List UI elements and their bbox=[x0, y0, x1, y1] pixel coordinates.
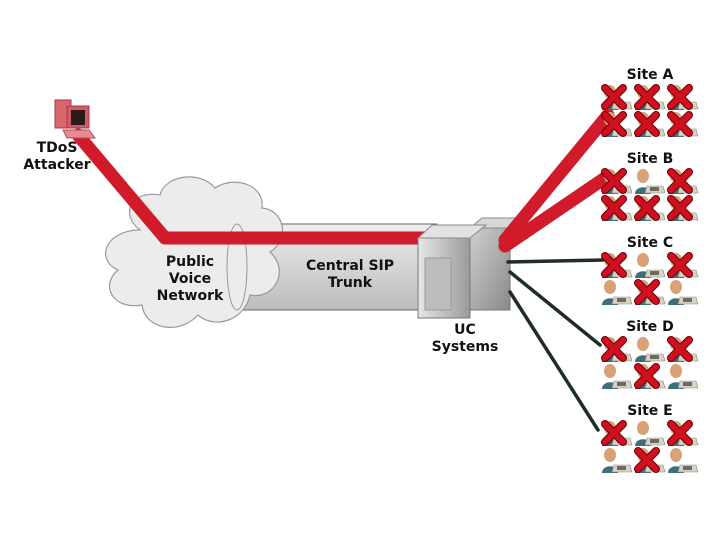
blocked-phone-user-icon bbox=[600, 252, 633, 279]
blocked-phone-user-icon bbox=[633, 195, 666, 222]
phone-user-icon bbox=[600, 447, 633, 474]
blocked-phone-user-icon bbox=[666, 111, 699, 138]
blocked-phone-user-icon bbox=[666, 252, 699, 279]
site-title: Site B bbox=[626, 151, 674, 167]
site-a: Site A bbox=[600, 66, 700, 138]
site-title: Site C bbox=[626, 235, 674, 251]
site-title: Site A bbox=[626, 67, 674, 83]
user-grid bbox=[600, 168, 700, 222]
user-grid bbox=[600, 420, 700, 474]
phone-user-icon bbox=[633, 420, 666, 447]
blocked-phone-user-icon bbox=[666, 195, 699, 222]
blocked-phone-user-icon bbox=[600, 195, 633, 222]
phone-user-icon bbox=[666, 279, 699, 306]
user-grid bbox=[600, 84, 700, 138]
trunk-label: Central SIP Trunk bbox=[305, 258, 394, 291]
phone-user-icon bbox=[633, 336, 666, 363]
phone-user-icon bbox=[600, 279, 633, 306]
blocked-phone-user-icon bbox=[600, 168, 633, 195]
blocked-phone-user-icon bbox=[633, 111, 666, 138]
uc-systems-label: UC Systems bbox=[431, 322, 499, 355]
cloud-label: Public Voice Network bbox=[156, 254, 224, 304]
blocked-phone-user-icon bbox=[666, 420, 699, 447]
site-d: Site D bbox=[600, 318, 700, 390]
blocked-phone-user-icon bbox=[600, 84, 633, 111]
blocked-phone-user-icon bbox=[600, 420, 633, 447]
blocked-phone-user-icon bbox=[633, 279, 666, 306]
phone-user-icon bbox=[600, 363, 633, 390]
blocked-phone-user-icon bbox=[600, 111, 633, 138]
site-e: Site E bbox=[600, 402, 700, 474]
blocked-phone-user-icon bbox=[666, 168, 699, 195]
phone-user-icon bbox=[633, 252, 666, 279]
blocked-phone-user-icon bbox=[666, 84, 699, 111]
link-to-site-c bbox=[506, 258, 605, 264]
blocked-phone-user-icon bbox=[633, 363, 666, 390]
site-c: Site C bbox=[600, 234, 700, 306]
phone-user-icon bbox=[633, 168, 666, 195]
phone-user-icon bbox=[666, 447, 699, 474]
blocked-phone-user-icon bbox=[633, 447, 666, 474]
blocked-phone-user-icon bbox=[633, 84, 666, 111]
user-grid bbox=[600, 336, 700, 390]
blocked-phone-user-icon bbox=[666, 336, 699, 363]
link-to-site-e bbox=[508, 290, 600, 432]
site-title: Site D bbox=[626, 319, 674, 335]
site-title: Site E bbox=[627, 403, 673, 419]
link-to-site-b bbox=[498, 171, 612, 253]
site-b: Site B bbox=[600, 150, 700, 222]
link-to-site-d bbox=[508, 270, 602, 347]
attacker-label: TDoS Attacker bbox=[23, 140, 91, 173]
user-grid bbox=[600, 252, 700, 306]
link-to-site-a bbox=[498, 108, 615, 247]
attacker-computer-icon bbox=[54, 99, 96, 139]
blocked-phone-user-icon bbox=[600, 336, 633, 363]
attack-path-line bbox=[71, 128, 437, 245]
phone-user-icon bbox=[666, 363, 699, 390]
